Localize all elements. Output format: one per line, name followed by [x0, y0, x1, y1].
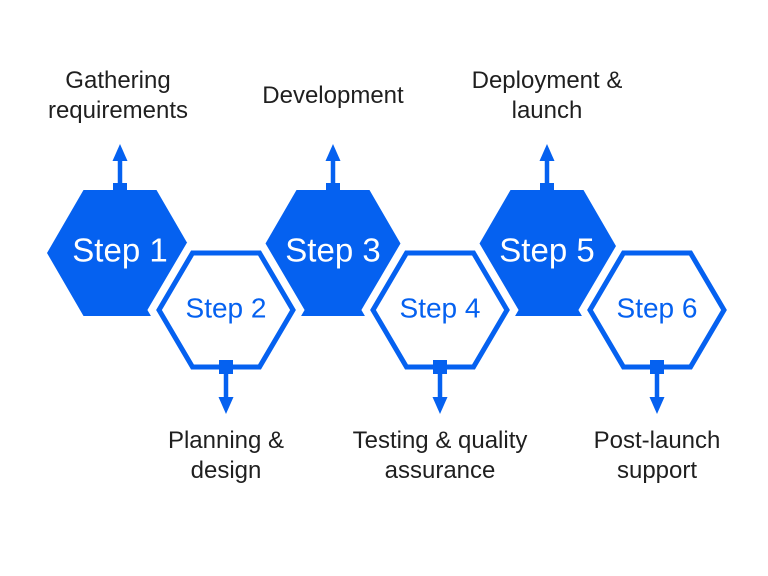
step-5-caption: Deployment & launch: [471, 67, 623, 124]
step-6-caption: Post-launch support: [593, 427, 721, 484]
step-1-arrow-up-icon: [112, 144, 128, 197]
step-4-caption: Testing & quality assurance: [352, 427, 528, 484]
step-4-label: Step 4: [400, 293, 481, 324]
step-5-arrow-up-icon: [539, 144, 555, 197]
step-1-label: Step 1: [72, 232, 167, 269]
step-2-caption: Planning & design: [167, 427, 285, 484]
step-3-arrow-up-icon: [325, 144, 341, 197]
step-2-hexagon: [156, 250, 296, 370]
step-3-caption: Development: [262, 82, 404, 109]
step-5-hexagon: [474, 190, 620, 316]
step-1-caption: Gathering requirements: [47, 67, 189, 124]
step-3-hexagon: [260, 190, 406, 316]
step-5-label: Step 5: [499, 232, 594, 269]
step-3-label: Step 3: [285, 232, 380, 269]
step-2-label: Step 2: [186, 293, 267, 324]
step-4-hexagon: [370, 250, 510, 370]
step-6-hexagon: [587, 250, 727, 370]
step-6-label: Step 6: [617, 293, 698, 324]
step-1-hexagon: [47, 190, 193, 316]
step-4-arrow-down-icon: [432, 360, 448, 414]
step-2-arrow-down-icon: [218, 360, 234, 414]
step-6-arrow-down-icon: [649, 360, 665, 414]
